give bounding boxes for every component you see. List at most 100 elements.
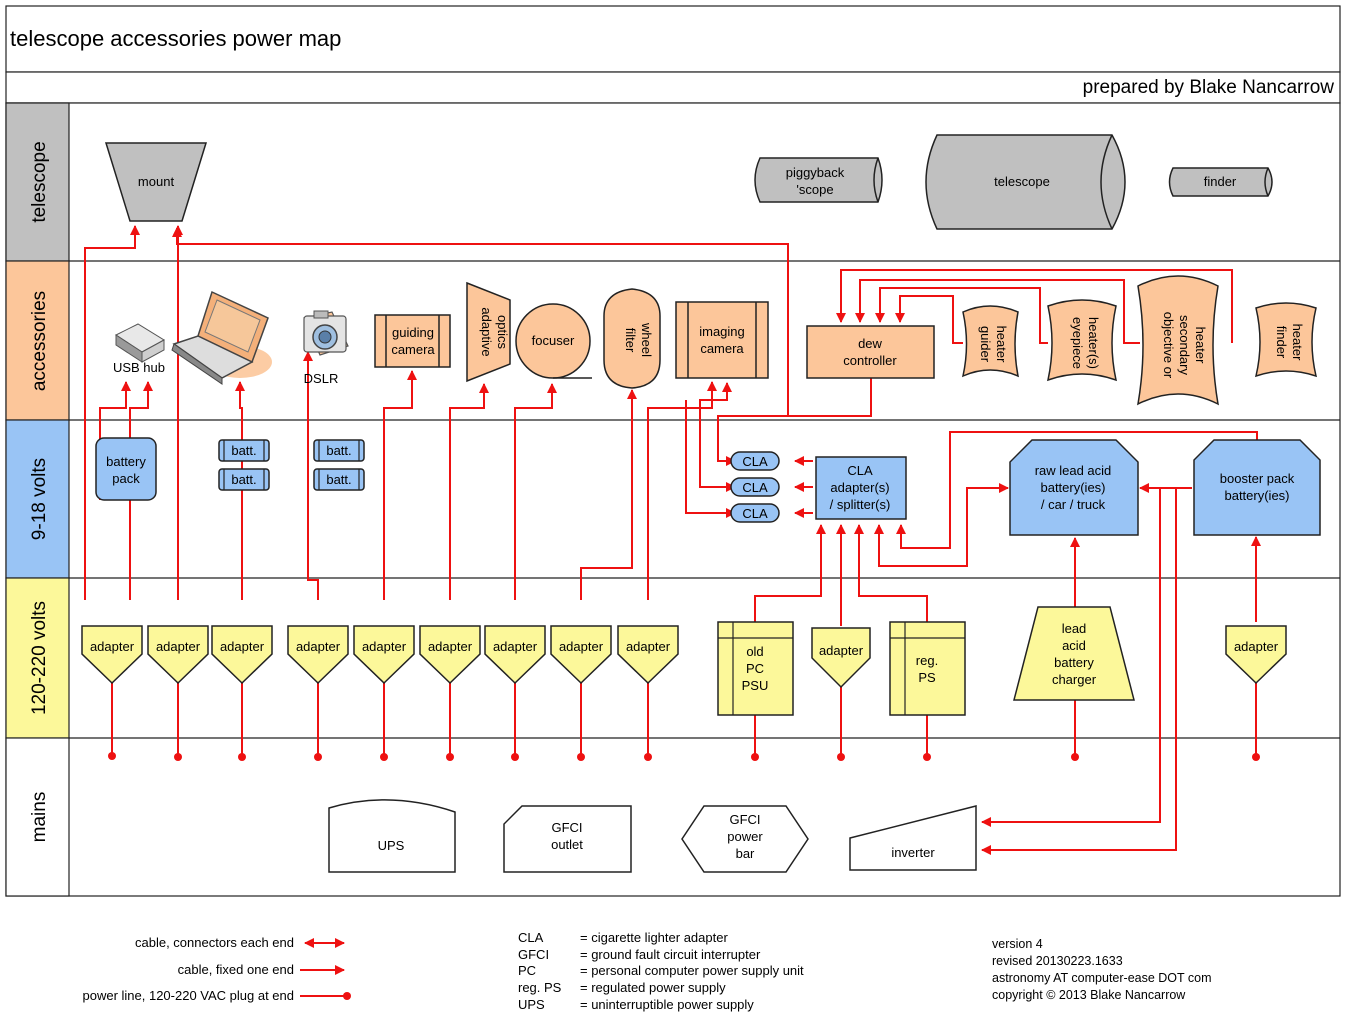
svg-text:adapter: adapter (362, 639, 407, 654)
glossary-abbr: GFCI (518, 947, 549, 962)
focuser-label: focuser (532, 333, 575, 348)
adapter[interactable]: adapter (211, 625, 273, 685)
finder-heater[interactable]: finder heater (1254, 302, 1318, 378)
adapter[interactable]: adapter (287, 625, 349, 685)
gfci-outlet[interactable]: GFCI outlet (503, 805, 632, 873)
adapter[interactable]: adapter (550, 625, 612, 685)
adapter[interactable]: adapter (484, 625, 546, 685)
adapter[interactable]: adapter (81, 625, 143, 685)
charger-label-4: charger (1052, 672, 1097, 687)
piggyback-label-1: piggyback (786, 165, 845, 180)
telescope-label: telescope (994, 174, 1050, 189)
imaging-camera-label-2: camera (700, 341, 744, 356)
gfci-outlet-label-1: GFCI (551, 820, 582, 835)
svg-text:adapter: adapter (90, 639, 135, 654)
prepared-by: prepared by Blake Nancarrow (1083, 77, 1335, 98)
adapter[interactable]: adapter (811, 627, 871, 689)
old-pc-psu[interactable]: old PC PSU (717, 621, 794, 716)
adapter[interactable]: adapter (353, 625, 415, 685)
glossary-def: = personal computer power supply unit (580, 963, 804, 978)
eyepiece-heater[interactable]: eyepiece heater(s) (1046, 299, 1118, 382)
focuser[interactable]: focuser (515, 303, 592, 379)
cla-splitter-label-2: adapter(s) (830, 480, 889, 495)
adapter[interactable]: adapter (1225, 625, 1287, 685)
cla-plugs[interactable]: CLA CLA CLA (730, 451, 780, 523)
guider-heater[interactable]: guider heater (961, 305, 1019, 378)
gfci-bar-label-2: power (727, 829, 763, 844)
dew-controller-label-2: controller (843, 353, 897, 368)
glossary-def: = cigarette lighter adapter (580, 930, 728, 945)
adapters: adapter adapter adapter adapter adapter … (81, 625, 1287, 689)
cla-splitter[interactable]: CLA adapter(s) / splitter(s) (815, 456, 907, 520)
adaptive-optics[interactable]: adaptive optics (466, 281, 511, 383)
adaptive-optics-label-1: adaptive (479, 307, 494, 356)
title-area: telescope accessories power map prepared… (5, 5, 1341, 104)
band-label-low-volts: 9-18 volts (29, 458, 50, 540)
dew-controller[interactable]: dew controller (806, 325, 935, 379)
inverter[interactable]: inverter (849, 805, 977, 871)
band-label-telescope: telescope (29, 141, 50, 222)
contact-label: astronomy AT computer-ease DOT com (992, 971, 1212, 985)
filter-wheel-label-1: filter (623, 328, 638, 353)
mount[interactable]: mount (104, 142, 208, 222)
imaging-camera-label-1: imaging (699, 324, 745, 339)
svg-text:CLA: CLA (742, 506, 768, 521)
eyepiece-heater-label-2: heater(s) (1086, 317, 1101, 369)
objective-heater-label-2: secondary (1177, 315, 1192, 375)
adapter[interactable]: adapter (419, 625, 481, 685)
legend-both-ends-label: cable, connectors each end (135, 935, 294, 950)
band-telescope (5, 102, 70, 262)
guiding-camera[interactable]: guiding camera (374, 314, 451, 368)
regulated-power-supply[interactable]: reg. PS (889, 621, 966, 716)
dslr-icon[interactable]: DSLR (303, 310, 349, 386)
old-psu-label-1: old (746, 644, 763, 659)
laptop-icon[interactable] (171, 290, 272, 385)
mount-label: mount (138, 174, 175, 189)
glossary-abbr: reg. PS (518, 980, 562, 995)
svg-text:adapter: adapter (493, 639, 538, 654)
raw-lead-acid-battery[interactable]: raw lead acid battery(ies) / car / truck (1009, 439, 1139, 536)
charger-label-1: lead (1062, 621, 1087, 636)
ups[interactable]: UPS (328, 799, 456, 873)
finder[interactable]: finder (1168, 167, 1273, 197)
band-mains (5, 737, 70, 897)
filter-wheel[interactable]: filter wheel (603, 288, 661, 389)
piggyback-scope[interactable]: piggyback 'scope (754, 157, 883, 203)
objective-heater[interactable]: objective or secondary heater (1137, 275, 1219, 406)
finder-label: finder (1204, 174, 1237, 189)
guiding-camera-label-2: camera (391, 342, 435, 357)
eyepiece-heater-label-1: eyepiece (1070, 317, 1085, 369)
piggyback-label-2: 'scope (796, 182, 833, 197)
batt-cell: batt. (218, 439, 270, 462)
adapter[interactable]: adapter (617, 625, 679, 685)
booster-pack-battery[interactable]: booster pack battery(ies) (1193, 439, 1321, 536)
batt-cells[interactable]: batt. batt. batt. batt. (218, 439, 365, 491)
lead-acid-battery-charger[interactable]: lead acid battery charger (1013, 606, 1135, 701)
guiding-camera-label-1: guiding (392, 325, 434, 340)
version-label: version 4 (992, 937, 1043, 951)
cla-plug: CLA (730, 503, 780, 523)
usb-hub-label: USB hub (113, 360, 165, 375)
batt-cell: batt. (313, 468, 365, 491)
svg-text:adapter: adapter (156, 639, 201, 654)
svg-text:batt.: batt. (326, 443, 351, 458)
cla-splitter-label-1: CLA (847, 463, 873, 478)
adapter[interactable]: adapter (147, 625, 209, 685)
svg-text:adapter: adapter (1234, 639, 1279, 654)
telescope[interactable]: telescope (925, 134, 1126, 230)
band-label-mains: mains (29, 792, 50, 843)
booster-label-2: battery(ies) (1224, 488, 1289, 503)
svg-text:adapter: adapter (296, 639, 341, 654)
cla-splitter-label-3: / splitter(s) (830, 497, 891, 512)
band-low-volts (5, 419, 70, 579)
dew-controller-label-1: dew (858, 336, 882, 351)
imaging-camera[interactable]: imaging camera (675, 301, 769, 379)
band-accessories (5, 260, 70, 421)
gfci-power-bar[interactable]: GFCI power bar (681, 805, 809, 873)
revised-label: revised 20130223.1633 (992, 954, 1123, 968)
usb-hub-icon[interactable]: USB hub (113, 323, 165, 375)
reg-ps-label-1: reg. (916, 653, 938, 668)
battery-pack[interactable]: battery pack (95, 437, 157, 501)
finder-heater-label-2: heater (1290, 324, 1305, 362)
raw-battery-label-3: / car / truck (1041, 497, 1106, 512)
